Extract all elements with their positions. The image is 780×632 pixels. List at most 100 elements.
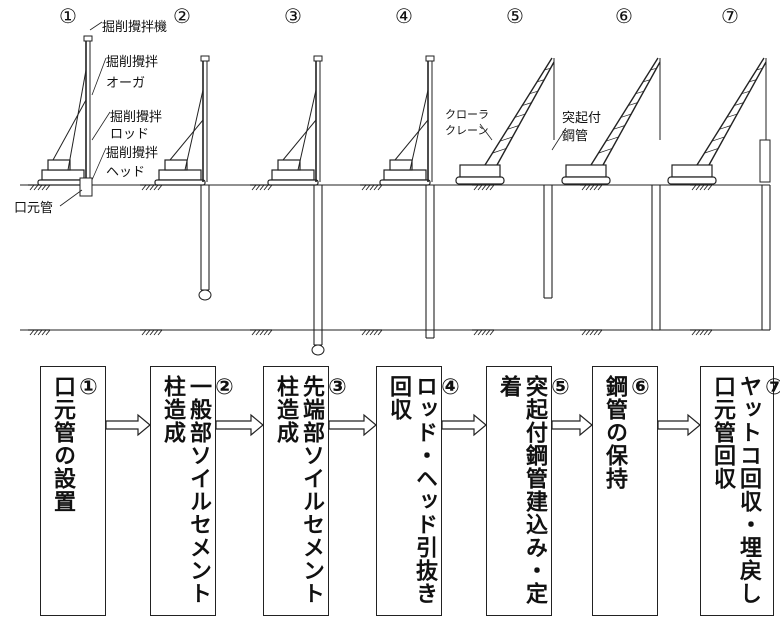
crane-boom-a-5 <box>484 57 553 166</box>
crane-lattice-6 <box>620 113 632 118</box>
label-auger-2: オーガ <box>106 76 145 91</box>
crane-lattice-6 <box>650 67 657 71</box>
bearing-hatch-7 <box>690 329 713 336</box>
rig-top-2 <box>200 55 210 62</box>
ground-hatch-5-tick <box>485 184 491 191</box>
ground-hatch-6 <box>580 184 603 191</box>
crane-lattice-7 <box>704 148 719 154</box>
crane-lattice-6 <box>628 102 638 106</box>
leader-line-1 <box>89 21 103 31</box>
ground-hatch-4-tick <box>369 184 375 191</box>
bearing-hatch-7-tick <box>699 329 705 336</box>
ground-hatch-5-tick <box>477 184 483 191</box>
ground-hatch-2-tick <box>145 184 151 191</box>
crane-lattice-7 <box>749 79 757 83</box>
flow-arrow-2 <box>215 413 264 437</box>
bearing-hatch-6-tick <box>593 329 599 336</box>
rig-track-2 <box>154 179 206 186</box>
bearing-hatch-2-tick <box>145 329 151 336</box>
bearing-hatch-4 <box>360 329 383 336</box>
bearing-hatch-6 <box>580 329 603 336</box>
crawler-crane-6 <box>561 57 661 185</box>
ground-hatch-3-tick <box>251 184 257 191</box>
crane-body-6 <box>565 164 607 178</box>
ground-hatch-1-tick <box>37 184 43 191</box>
ground-hatch-7-tick <box>707 184 713 191</box>
bearing-hatch-7-tick <box>703 329 709 336</box>
flow-arrow-4 <box>441 413 487 437</box>
ground-hatch-3-tick <box>259 184 265 191</box>
rig-top-1 <box>83 35 93 42</box>
bearing-hatch-1-tick <box>41 329 47 336</box>
rig-track-3 <box>267 179 319 186</box>
bearing-hatch-5-tick <box>489 329 495 336</box>
rig-body-1 <box>41 169 85 181</box>
bearing-hatch-6-tick <box>589 329 595 336</box>
leader-line-4 <box>91 147 107 181</box>
rig-top-3 <box>313 55 323 62</box>
label-head-2: ヘッド <box>106 165 145 180</box>
bearing-hatch-1 <box>28 329 51 336</box>
ground-hatch-7-tick <box>699 184 705 191</box>
bearing-hatch-2 <box>140 329 163 336</box>
ground-hatch-7-tick <box>695 184 701 191</box>
flow-arrow-1 <box>105 413 151 437</box>
crane-boom-a-7 <box>696 57 765 166</box>
crane-lattice-5 <box>514 113 526 118</box>
bearing-hatch-5 <box>472 329 495 336</box>
ground-hatch-6-tick <box>593 184 599 191</box>
label-pipe-1: 突起付 <box>562 110 601 126</box>
step-number-6: ⑥ <box>615 4 633 28</box>
bearing-hatch-4-tick <box>365 329 371 336</box>
ground-hatch-6-tick <box>589 184 595 191</box>
step-number-2: ② <box>173 4 191 28</box>
ground-hatch-6-tick <box>597 184 603 191</box>
crane-lattice-7 <box>734 102 744 106</box>
crane-lattice-5 <box>529 90 538 95</box>
ground-hatch-5-tick <box>489 184 495 191</box>
rig-cab-3 <box>277 159 301 171</box>
bearing-hatch-4-tick <box>377 329 383 336</box>
bearing-hatch-4-tick <box>361 329 367 336</box>
flow-arrow-6 <box>657 413 701 437</box>
ground-hatch-4-tick <box>373 184 379 191</box>
bearing-hatch-3-tick <box>255 329 261 336</box>
crane-lattice-7 <box>741 90 750 95</box>
ground-hatch-2-tick <box>153 184 159 191</box>
crane-lattice-5 <box>507 125 519 130</box>
crane-lattice-5 <box>492 148 507 154</box>
label-crane-1: クローラ <box>445 108 489 121</box>
crane-lattice-6 <box>635 90 644 95</box>
ground-hatch-1-tick <box>33 184 39 191</box>
bearing-hatch-2-tick <box>141 329 147 336</box>
rig-cab-4 <box>389 159 413 171</box>
crane-lattice-7 <box>756 67 763 71</box>
ground-hatch-7-tick <box>691 184 697 191</box>
casing-pipe <box>79 177 93 197</box>
bearing-hatch-3-tick <box>263 329 269 336</box>
ground-hatch-4 <box>360 184 383 191</box>
crane-boom-b-5 <box>496 61 555 166</box>
rig-cab-2 <box>164 159 188 171</box>
bearing-hatch-2-tick <box>157 329 163 336</box>
bearing-hatch-4-tick <box>373 329 379 336</box>
yattoko-rod <box>759 139 771 183</box>
crane-lattice-7 <box>719 125 731 130</box>
ground-hatch-1-tick <box>29 184 35 191</box>
crane-boom-b-6 <box>602 61 661 166</box>
step-number-5: ⑤ <box>506 4 524 28</box>
leader-line-5 <box>59 189 83 207</box>
bearing-hatch-2-tick <box>153 329 159 336</box>
crane-lattice-5 <box>537 79 545 83</box>
crane-body-7 <box>671 164 713 178</box>
leader-line-2 <box>91 57 107 96</box>
soil-column-6 <box>651 185 661 331</box>
